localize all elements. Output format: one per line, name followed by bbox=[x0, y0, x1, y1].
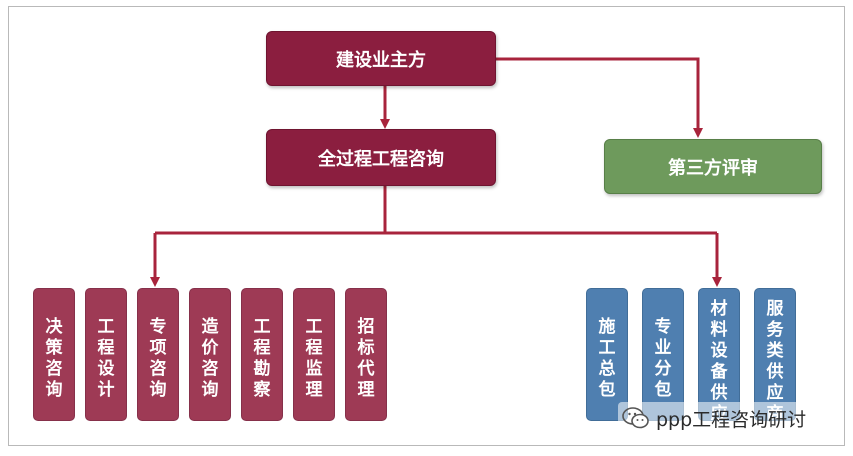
right-item: 专业分包 bbox=[642, 288, 684, 421]
review-box: 第三方评审 bbox=[604, 139, 822, 194]
left-item: 专项咨询 bbox=[137, 288, 179, 421]
right-item: 施工总包 bbox=[586, 288, 628, 421]
left-item: 造价咨询 bbox=[189, 288, 231, 421]
left-item: 招标代理 bbox=[345, 288, 387, 421]
owner-box: 建设业主方 bbox=[266, 31, 496, 86]
watermark-text: ppp工程咨询研讨 bbox=[656, 408, 807, 431]
left-item: 工程设计 bbox=[85, 288, 127, 421]
watermark: ppp工程咨询研讨 bbox=[618, 402, 811, 434]
wechat-icon bbox=[622, 406, 650, 430]
left-item: 工程勘察 bbox=[241, 288, 283, 421]
left-item: 工程监理 bbox=[293, 288, 335, 421]
consulting-box: 全过程工程咨询 bbox=[266, 129, 496, 186]
arrow-owner-to-review bbox=[496, 57, 703, 138]
right-item: 材料设备供应 bbox=[698, 288, 740, 421]
left-item: 决策咨询 bbox=[33, 288, 75, 421]
